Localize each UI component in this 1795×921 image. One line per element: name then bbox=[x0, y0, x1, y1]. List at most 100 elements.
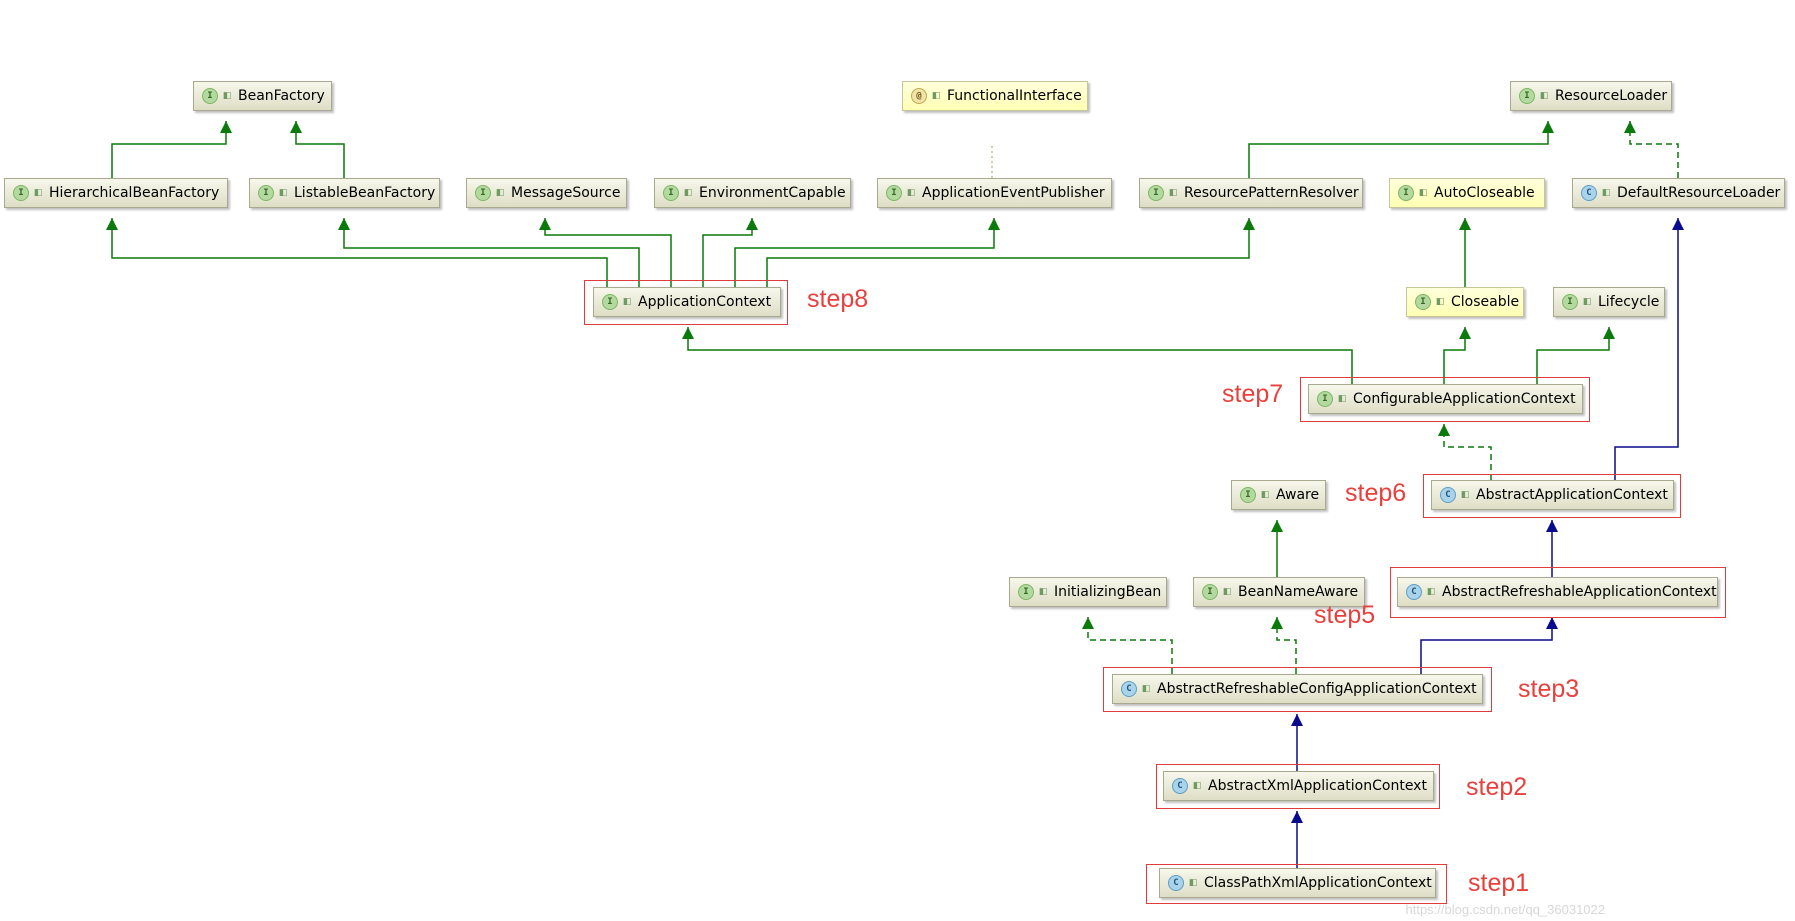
node-label: BeanNameAware bbox=[1238, 584, 1359, 600]
node-application-event-publisher[interactable]: I ◧ ApplicationEventPublisher bbox=[877, 178, 1112, 208]
node-label: Lifecycle bbox=[1598, 294, 1660, 310]
public-lock-icon: ◧ bbox=[622, 297, 632, 307]
edge-cac-to-ac bbox=[687, 327, 1353, 384]
watermark: https://blog.csdn.net/qq_36031022 bbox=[1405, 902, 1606, 917]
public-lock-icon: ◧ bbox=[1337, 394, 1347, 404]
public-lock-icon: ◧ bbox=[1460, 490, 1470, 500]
edge-ac-to-messagesource-arrowhead bbox=[539, 218, 551, 230]
public-lock-icon: ◧ bbox=[1582, 297, 1592, 307]
node-listable-bean-factory[interactable]: I ◧ ListableBeanFactory bbox=[249, 178, 440, 208]
edge-cac-to-lifecycle bbox=[1536, 327, 1610, 384]
node-application-context[interactable]: I ◧ ApplicationContext bbox=[593, 287, 781, 317]
public-lock-icon: ◧ bbox=[495, 188, 505, 198]
edge-pattern-to-resourceloader bbox=[1248, 121, 1549, 178]
edge-cpxac-to-axac-arrowhead bbox=[1291, 811, 1303, 823]
node-abstract-refreshable-application-context[interactable]: C ◧ AbstractRefreshableApplicationContex… bbox=[1397, 577, 1718, 607]
node-label: Closeable bbox=[1451, 294, 1520, 310]
edge-listable-to-beanfactory-arrowhead bbox=[290, 121, 302, 133]
public-lock-icon: ◧ bbox=[1435, 297, 1445, 307]
step6-label: step6 bbox=[1345, 479, 1407, 507]
node-bean-name-aware[interactable]: I ◧ BeanNameAware bbox=[1193, 577, 1365, 607]
edge-arcac-to-arac-arrowhead bbox=[1546, 617, 1558, 629]
interface-icon: I bbox=[1519, 88, 1535, 104]
node-message-source[interactable]: I ◧ MessageSource bbox=[466, 178, 627, 208]
edge-ac-to-environment-arrowhead bbox=[746, 218, 758, 230]
node-closeable[interactable]: I ◧ Closeable bbox=[1406, 287, 1524, 317]
public-lock-icon: ◧ bbox=[1168, 188, 1178, 198]
node-auto-closeable[interactable]: I ◧ AutoCloseable bbox=[1389, 178, 1545, 208]
node-aware[interactable]: I ◧ Aware bbox=[1231, 480, 1326, 510]
highlight-configurable-application-context bbox=[1300, 377, 1590, 422]
node-resource-pattern-resolver[interactable]: I ◧ ResourcePatternResolver bbox=[1139, 178, 1363, 208]
edge-hierarchical-to-beanfactory-arrowhead bbox=[220, 121, 232, 133]
public-lock-icon: ◧ bbox=[1418, 188, 1428, 198]
node-resource-loader[interactable]: I ◧ ResourceLoader bbox=[1510, 81, 1672, 111]
edge-cac-to-lifecycle-arrowhead bbox=[1603, 327, 1615, 339]
public-lock-icon: ◧ bbox=[1192, 781, 1202, 791]
class-icon: C bbox=[1440, 487, 1456, 503]
node-hierarchical-bean-factory[interactable]: I ◧ HierarchicalBeanFactory bbox=[4, 178, 228, 208]
public-lock-icon: ◧ bbox=[1260, 490, 1270, 500]
edge-arcac-to-arac bbox=[1420, 617, 1553, 674]
public-lock-icon: ◧ bbox=[906, 188, 916, 198]
step1-label: step1 bbox=[1468, 869, 1530, 897]
interface-icon: I bbox=[886, 185, 902, 201]
edge-ac-to-hierarchical bbox=[111, 218, 608, 287]
edge-ac-to-publisher-arrowhead bbox=[988, 218, 1000, 230]
node-label: ResourcePatternResolver bbox=[1184, 185, 1359, 201]
highlight-abstract-refreshable-application-context bbox=[1390, 567, 1726, 618]
node-label: MessageSource bbox=[511, 185, 621, 201]
edge-arcac-to-beannameaware-arrowhead bbox=[1271, 617, 1283, 629]
interface-icon: I bbox=[1018, 584, 1034, 600]
public-lock-icon: ◧ bbox=[1426, 587, 1436, 597]
interface-icon: I bbox=[202, 88, 218, 104]
edge-beannameaware-to-aware-arrowhead bbox=[1271, 520, 1283, 532]
public-lock-icon: ◧ bbox=[1188, 878, 1198, 888]
interface-icon: I bbox=[1240, 487, 1256, 503]
interface-icon: I bbox=[475, 185, 491, 201]
node-label: BeanFactory bbox=[238, 88, 325, 104]
public-lock-icon: ◧ bbox=[1038, 587, 1048, 597]
node-initializing-bean[interactable]: I ◧ InitializingBean bbox=[1009, 577, 1167, 607]
node-functional-interface[interactable]: @ ◧ FunctionalInterface bbox=[902, 81, 1088, 111]
node-lifecycle[interactable]: I ◧ Lifecycle bbox=[1553, 287, 1665, 317]
interface-icon: I bbox=[1562, 294, 1578, 310]
node-environment-capable[interactable]: I ◧ EnvironmentCapable bbox=[654, 178, 851, 208]
edge-ac-to-listable bbox=[343, 218, 640, 287]
step3-label: step3 bbox=[1518, 675, 1580, 703]
node-label: AbstractRefreshableConfigApplicationCont… bbox=[1157, 681, 1477, 697]
edge-cac-to-closeable-arrowhead bbox=[1459, 327, 1471, 339]
node-label: EnvironmentCapable bbox=[699, 185, 846, 201]
node-label: Aware bbox=[1276, 487, 1320, 503]
edge-cac-to-ac-arrowhead bbox=[682, 327, 694, 339]
node-default-resource-loader[interactable]: C ◧ DefaultResourceLoader bbox=[1572, 178, 1785, 208]
node-bean-factory[interactable]: I ◧ BeanFactory bbox=[193, 81, 332, 111]
node-label: AbstractRefreshableApplicationContext bbox=[1442, 584, 1717, 600]
annotation-icon: @ bbox=[911, 88, 927, 104]
node-label: ApplicationContext bbox=[638, 294, 772, 310]
edge-arcac-to-initializingbean-arrowhead bbox=[1082, 617, 1094, 629]
edge-pattern-to-resourceloader-arrowhead bbox=[1542, 121, 1554, 133]
node-configurable-application-context[interactable]: I ◧ ConfigurableApplicationContext bbox=[1308, 384, 1583, 414]
edge-hierarchical-to-beanfactory bbox=[111, 121, 227, 178]
node-label: ApplicationEventPublisher bbox=[922, 185, 1105, 201]
edge-defaultloader-to-resourceloader bbox=[1629, 121, 1679, 178]
node-label: ListableBeanFactory bbox=[294, 185, 436, 201]
interface-icon: I bbox=[1415, 294, 1431, 310]
node-class-path-xml-application-context[interactable]: C ◧ ClassPathXmlApplicationContext bbox=[1159, 868, 1436, 898]
node-abstract-application-context[interactable]: C ◧ AbstractApplicationContext bbox=[1431, 480, 1674, 510]
edge-ac-to-publisher bbox=[734, 218, 995, 287]
node-label: FunctionalInterface bbox=[947, 88, 1082, 104]
node-label: DefaultResourceLoader bbox=[1617, 185, 1781, 201]
public-lock-icon: ◧ bbox=[1539, 91, 1549, 101]
edge-ac-to-hierarchical-arrowhead bbox=[106, 218, 118, 230]
node-abstract-refreshable-config-application-context[interactable]: C ◧ AbstractRefreshableConfigApplication… bbox=[1112, 674, 1483, 704]
edge-listable-to-beanfactory bbox=[295, 121, 345, 178]
step2-label: step2 bbox=[1466, 773, 1528, 801]
node-abstract-xml-application-context[interactable]: C ◧ AbstractXmlApplicationContext bbox=[1163, 771, 1434, 801]
interface-icon: I bbox=[1202, 584, 1218, 600]
public-lock-icon: ◧ bbox=[222, 91, 232, 101]
highlight-abstract-refreshable-config-application-context bbox=[1103, 667, 1492, 712]
node-label: AbstractXmlApplicationContext bbox=[1208, 778, 1427, 794]
node-label: ClassPathXmlApplicationContext bbox=[1204, 875, 1432, 891]
